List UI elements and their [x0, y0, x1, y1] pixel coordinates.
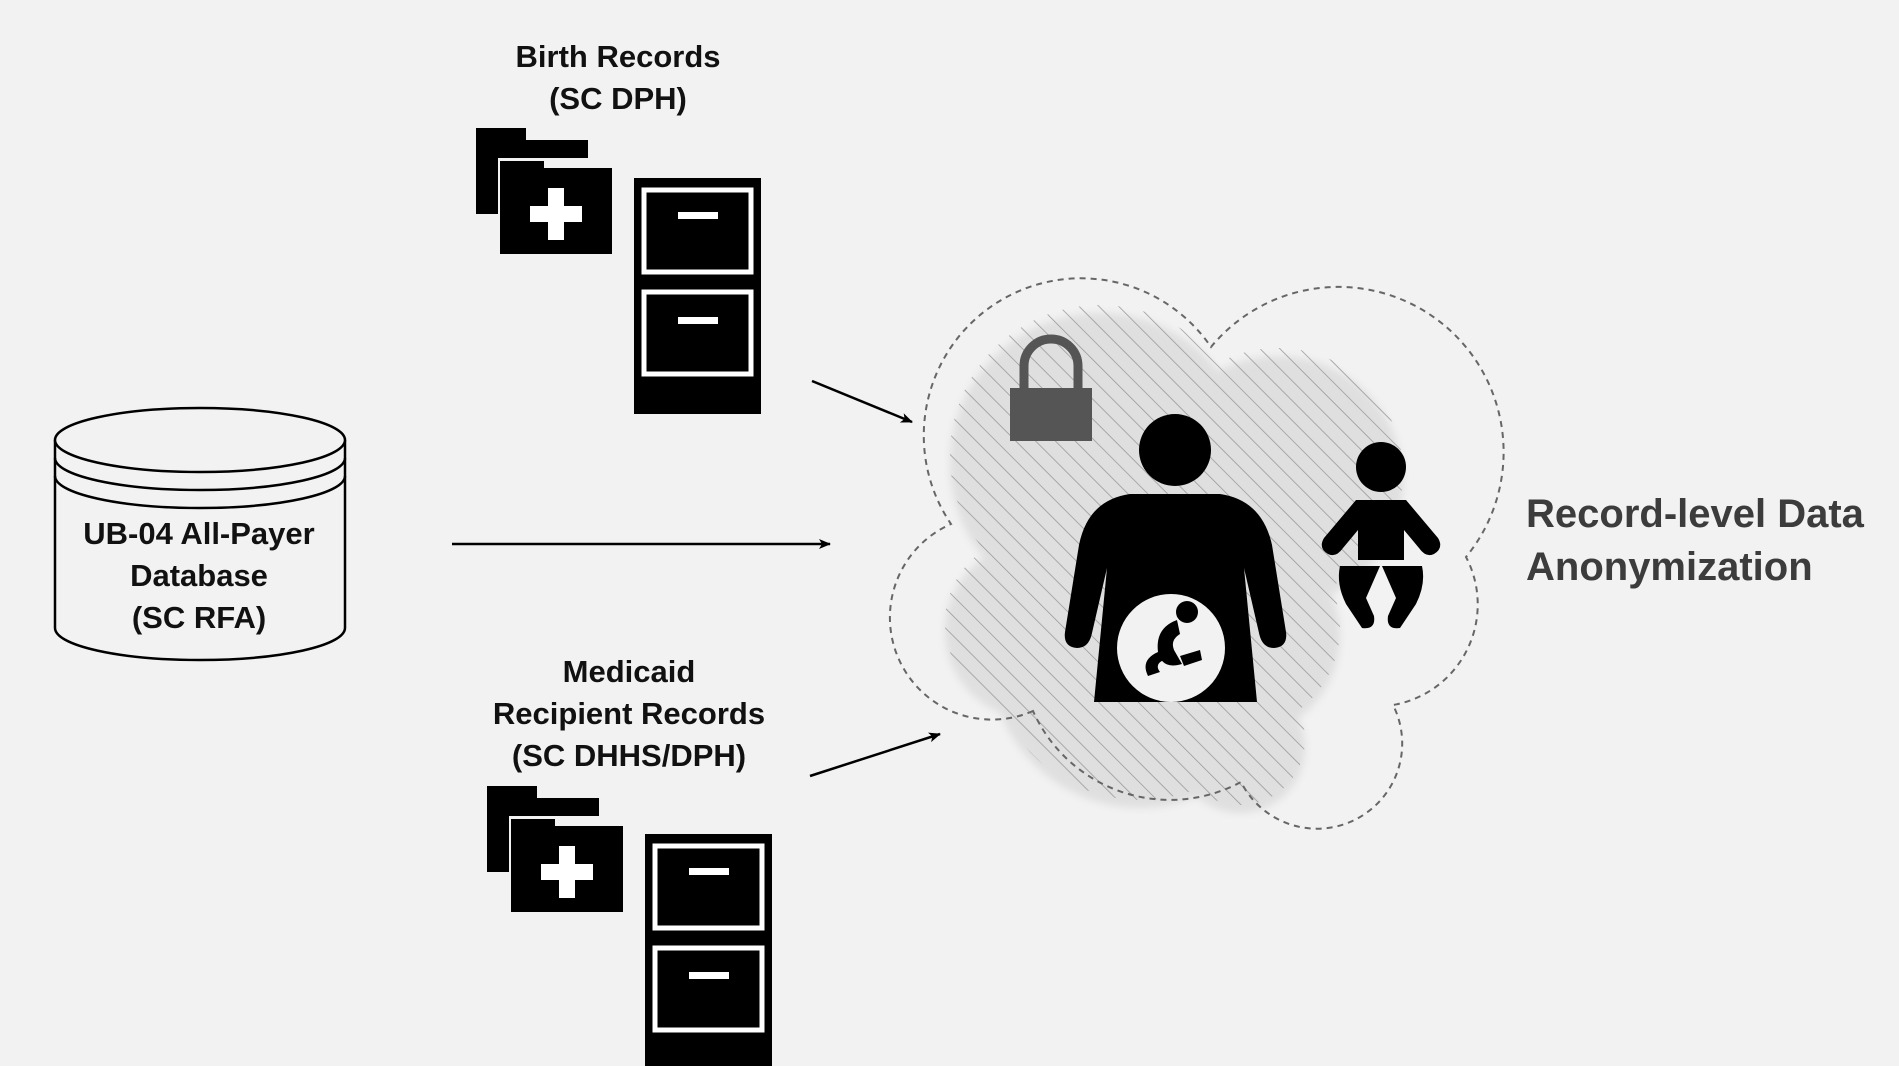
arrow-icon: [811, 379, 913, 424]
ub04-database-label: UB-04 All-Payer Database (SC RFA): [83, 513, 314, 639]
fetus-icon: [1117, 594, 1225, 702]
medicaid-records-agency: (SC DHHS/DPH): [511, 738, 747, 773]
baby-icon: [1321, 442, 1441, 629]
birth-records-cabinet-icon: [634, 178, 761, 414]
anonymization-label: Record-level Data Anonymization: [1526, 488, 1864, 594]
birth-records-title: Birth Records: [515, 39, 721, 74]
birth-records-folder-icon: [476, 128, 612, 254]
medicaid-records-title: Medicaid: [562, 654, 696, 689]
arrow-icon: [809, 732, 941, 778]
anonymization-line2: Anonymization: [1526, 545, 1813, 589]
birth-records-label: Birth Records (SC DPH): [516, 36, 721, 120]
medicaid-records-label: Medicaid Recipient Records (SC DHHS/DPH): [493, 651, 765, 777]
ub04-database-line1: UB-04 All-Payer: [83, 516, 315, 551]
ub04-database-line3: (SC RFA): [131, 600, 267, 635]
ub04-database-line2: Database: [130, 558, 268, 593]
medicaid-records-cabinet-icon: [645, 834, 772, 1066]
birth-records-agency: (SC DPH): [549, 81, 687, 116]
anonymization-line1: Record-level Data: [1526, 492, 1864, 536]
database-cylinder-icon: [53, 406, 347, 662]
lock-icon: [1010, 334, 1092, 441]
medicaid-records-subtitle: Recipient Records: [492, 696, 766, 731]
medicaid-records-folder-icon: [487, 786, 623, 912]
